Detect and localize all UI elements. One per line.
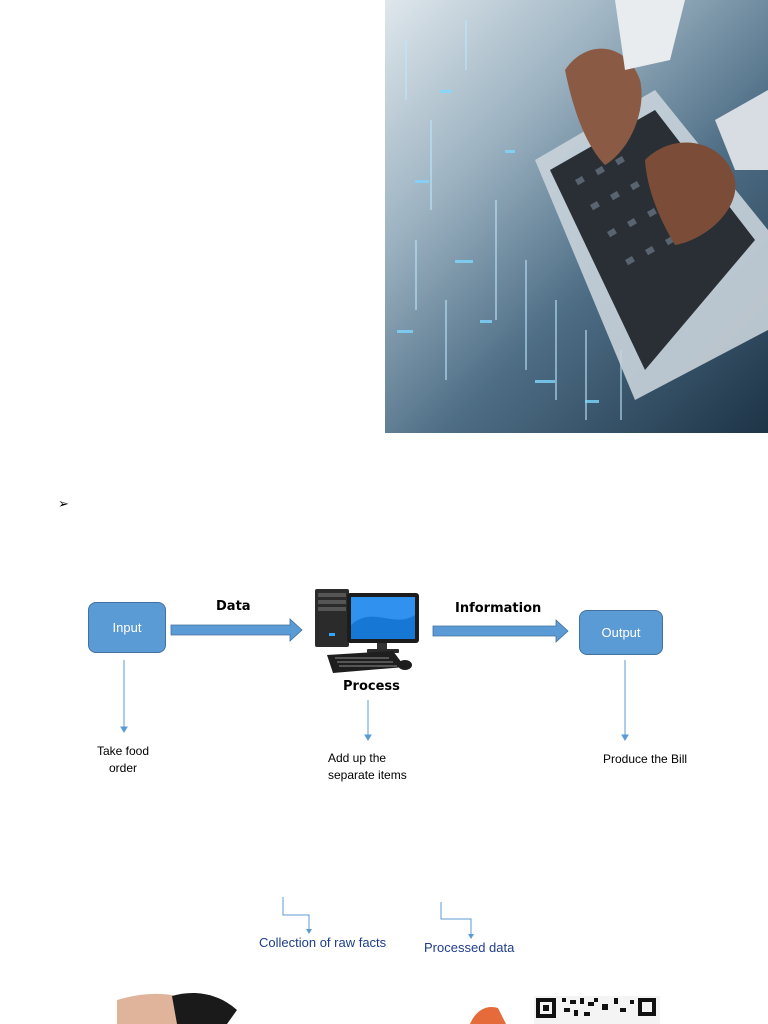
input-caption: Take food order (94, 743, 152, 777)
input-caption-line-2: order (108, 761, 137, 775)
information-label: Information (455, 601, 542, 616)
information-definition: Processed data (424, 940, 515, 955)
qr-code-photo (470, 990, 660, 1024)
process-caption: Add up the separate items (328, 750, 407, 784)
information-bracket (440, 902, 472, 935)
data-definition: Collection of raw facts (259, 935, 387, 950)
barcode-scanner-photo (117, 990, 347, 1024)
output-box: Output (579, 610, 663, 655)
input-box: Input (88, 602, 166, 653)
input-label: Input (112, 620, 142, 635)
data-bracket (282, 897, 310, 930)
desktop-computer-icon (315, 589, 419, 673)
output-caption: Produce the Bill (603, 752, 688, 766)
bullet-marker: ➢ (58, 496, 69, 511)
laptop-typing-photo (385, 0, 768, 433)
data-label: Data (216, 599, 251, 614)
output-label: Output (601, 625, 641, 640)
process-caption-line-2: separate items (328, 768, 407, 782)
input-caption-line-1: Take food (96, 744, 150, 758)
data-arrow (170, 618, 303, 642)
process-label: Process (343, 679, 400, 694)
information-arrow (432, 619, 569, 643)
process-caption-line-1: Add up the (328, 751, 387, 765)
